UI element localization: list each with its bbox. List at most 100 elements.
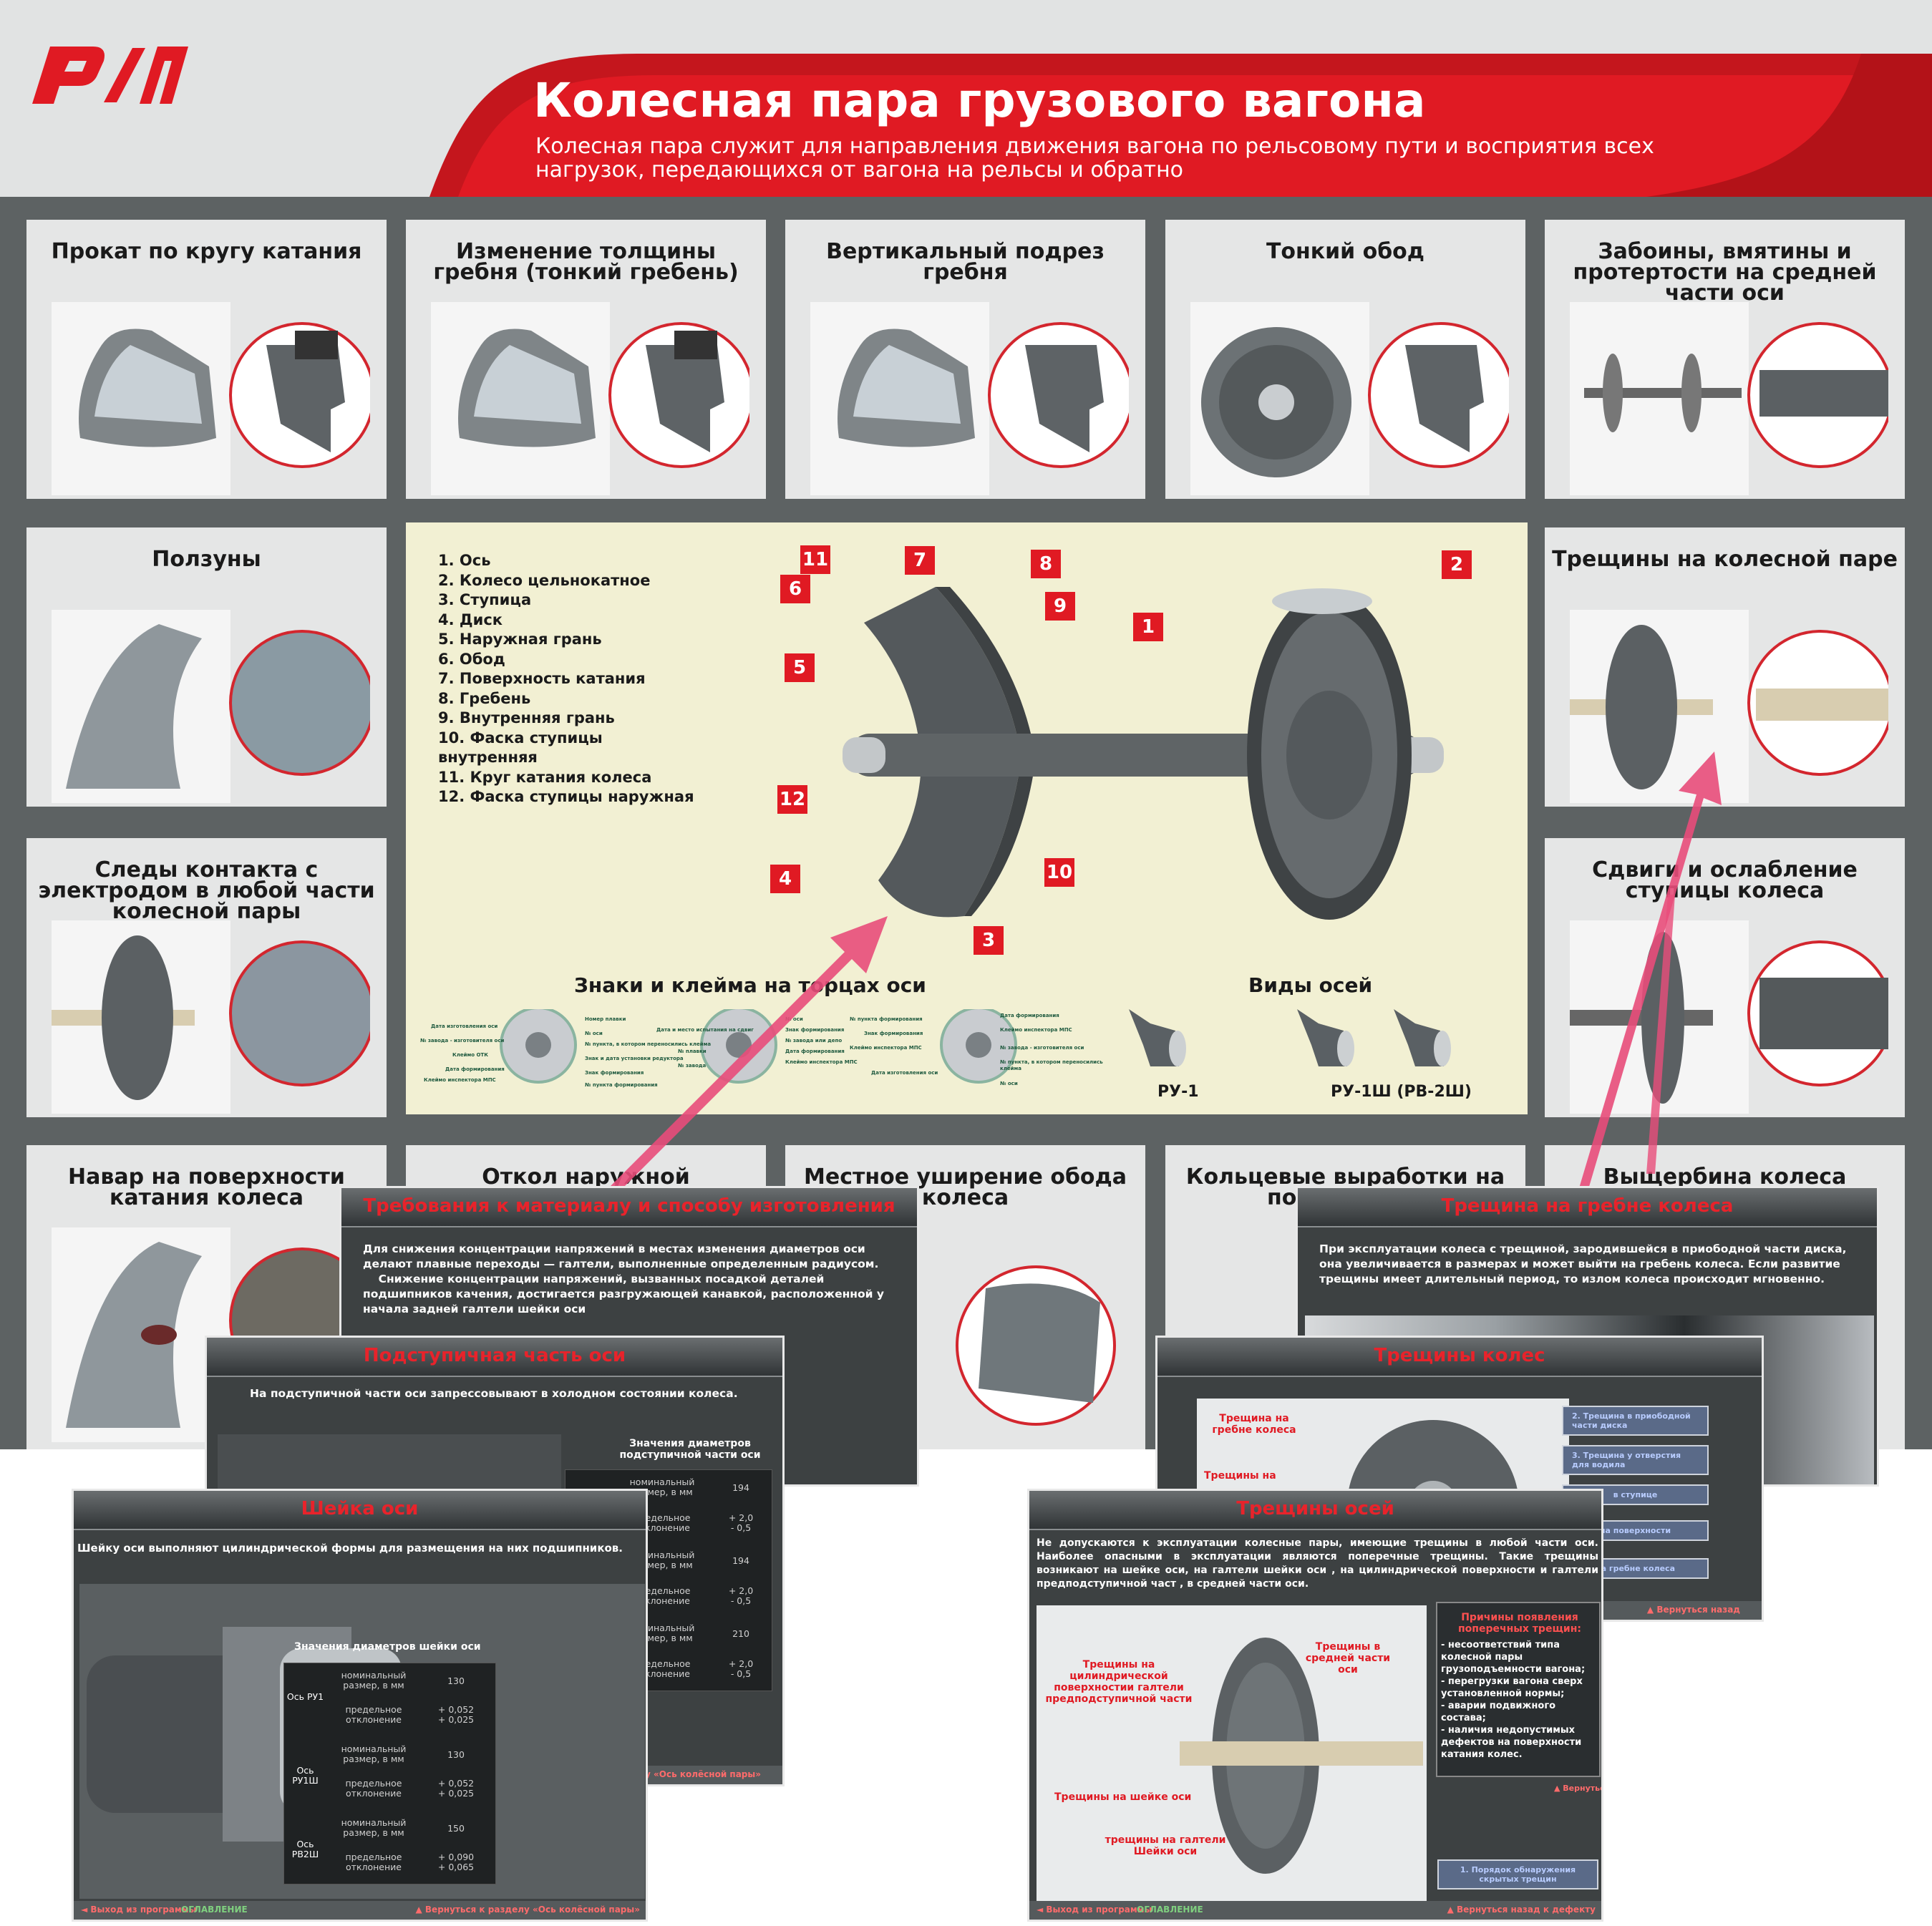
stamp-label: Дата формирования xyxy=(785,1049,845,1054)
slide-title-bar: Требования к материалу и способу изготов… xyxy=(341,1188,917,1227)
link-crack-hole[interactable]: 3. Трещина у отверстия для водила xyxy=(1562,1445,1709,1475)
panel-title: Откол наружной xyxy=(482,1164,690,1190)
table-value: + 2,0 - 0,5 xyxy=(728,1585,754,1606)
slide-title-bar: Трещина на гребне колеса xyxy=(1298,1188,1877,1227)
table-label: номинальный размер, в мм xyxy=(341,1670,407,1691)
causes-title: Причины появления поперечных трещин: xyxy=(1457,1612,1581,1635)
legend-item: 8. Гребень xyxy=(438,689,531,707)
panel-thin-rim: Тонкий обод xyxy=(1165,220,1525,499)
table-label: предельное отклонение xyxy=(634,1658,691,1679)
hidden-cracks-link[interactable]: 1. Порядок обнаружения скрытых трещин xyxy=(1437,1859,1598,1889)
callout-8: 8 xyxy=(1031,550,1061,578)
axle-image xyxy=(1570,302,1888,495)
crack-label: Трещины в средней части оси xyxy=(1305,1641,1391,1675)
causes-list: - несоответствий типа колесной пары груз… xyxy=(1441,1640,1586,1760)
slide-title: Подступичная часть оси xyxy=(363,1345,626,1366)
table-value: + 0,052 + 0,025 xyxy=(437,1704,475,1725)
table-value: + 0,052 + 0,025 xyxy=(437,1778,475,1799)
panel-electrode: Следы контакта с электродом в любой част… xyxy=(26,838,387,1117)
panel-title: Следы контакта с электродом в любой част… xyxy=(38,857,375,924)
stamp-label: Знак формирования xyxy=(785,1027,845,1033)
legend-item: 1. Ось xyxy=(438,552,491,569)
marks-title: Знаки и клейма на торцах оси xyxy=(574,973,926,997)
callout-11: 11 xyxy=(800,545,830,574)
back-to-defect-link[interactable]: ▲ Вернуться назад к дефекту xyxy=(1554,1784,1601,1793)
slide-text: Для снижения концентрации напряжений в м… xyxy=(363,1242,885,1315)
panel-title: Ползуны xyxy=(152,547,261,572)
panel-title: Забоины, вмятины и протертости на средне… xyxy=(1573,239,1877,306)
legend-item: 5. Наружная грань xyxy=(438,631,602,648)
panel-prokat: Прокат по кругу катания xyxy=(26,220,387,499)
panel-title: Навар на поверхности катания колеса xyxy=(68,1164,345,1210)
back-link[interactable]: ▲ Вернуться назад к дефекту xyxy=(1447,1905,1596,1915)
wheel-surface-image xyxy=(52,610,370,803)
legend-item: 6. Обод xyxy=(438,650,505,668)
table-value: + 2,0 - 0,5 xyxy=(728,1658,754,1679)
stamp-label: Клеймо инспектора МПС xyxy=(1000,1027,1072,1033)
rzd-logo xyxy=(32,47,188,104)
panel-title: Выщербина колеса xyxy=(1603,1164,1847,1190)
exit-button[interactable]: ◄ Выход из программы xyxy=(81,1905,197,1915)
stamp-label: Знак формирования xyxy=(585,1070,644,1076)
page-title: Колесная пара грузового вагона xyxy=(533,73,1426,128)
axle-type-ru1sh: РУ-1Ш (РВ-2Ш) xyxy=(1331,1083,1472,1101)
page-subtitle: Колесная пара служит для направления дви… xyxy=(535,134,1654,183)
back-link[interactable]: ▲ Вернуться к разделу «Ось колёсной пары… xyxy=(415,1905,641,1915)
toc-button[interactable]: ОГЛАВЛЕНИЕ xyxy=(181,1905,248,1915)
axle-types-title: Виды осей xyxy=(1248,973,1373,997)
header-red-wave xyxy=(429,54,1932,197)
legend-item: внутренняя xyxy=(438,749,538,766)
table-value: + 0,090 + 0,065 xyxy=(437,1852,475,1872)
callout-1: 1 xyxy=(1133,613,1163,641)
slide-text: Не допускаются к эксплуатации колесные п… xyxy=(1037,1537,1598,1590)
journal-scene: Значения диаметров шейки оси Ось РУ1 ном… xyxy=(79,1584,645,1899)
back-link[interactable]: ▲ Вернуться назад xyxy=(1646,1605,1740,1615)
callout-4: 4 xyxy=(770,865,800,893)
panel-title: Сдвиги и ослабление ступицы колеса xyxy=(1592,857,1858,903)
panel-zaboiny: Забоины, вмятины и протертости на средне… xyxy=(1545,220,1905,499)
wheelset-diagram: 1. Ось 2. Колесо цельнокатное 3. Ступица… xyxy=(406,522,1528,1114)
exit-button[interactable]: ◄ Выход из программы xyxy=(1037,1905,1152,1915)
table-value: 150 xyxy=(447,1823,465,1834)
slide-title-bar: Трещины осей xyxy=(1029,1491,1601,1530)
stamp-label: Дата и место испытания на сдвиг xyxy=(656,1027,754,1033)
slide-text: При эксплуатации колеса с трещиной, заро… xyxy=(1319,1242,1847,1285)
legend-item: 12. Фаска ступицы наружная xyxy=(438,788,694,805)
axle-crack-photo: Трещины на цилиндрической поверхностии г… xyxy=(1037,1605,1427,1906)
slide-osei: Трещины осей Не допускаются к эксплуатац… xyxy=(1027,1489,1603,1922)
table-label: предельное отклонение xyxy=(345,1778,402,1799)
rail-wheel-profile-image xyxy=(810,302,1129,495)
table-value: 130 xyxy=(447,1675,465,1686)
table-title: Значения диаметров подступичной части ос… xyxy=(619,1438,761,1461)
slide-text: Шейку оси выполняют цилиндрической формы… xyxy=(77,1542,623,1555)
poster-header: Колесная пара грузового вагона Колесная … xyxy=(0,0,1932,197)
slide-title-bar: Подступичная часть оси xyxy=(207,1338,782,1377)
stamp-label: № завода xyxy=(678,1063,707,1069)
callout-12: 12 xyxy=(777,785,807,814)
callout-5: 5 xyxy=(785,653,815,682)
panel-title: Вертикальный подрез гребня xyxy=(826,239,1105,285)
panel-title: Местное уширение обода колеса xyxy=(804,1164,1127,1210)
axle-name: Ось РУ1Ш xyxy=(292,1765,319,1786)
callout-7: 7 xyxy=(905,546,935,575)
panel-title: Изменение толщины гребня (тонкий гребень… xyxy=(433,239,739,285)
stamp-label: Знак и дата установки редуктора xyxy=(585,1056,684,1061)
table-value: + 2,0 - 0,5 xyxy=(728,1512,754,1533)
table-value: 194 xyxy=(732,1555,749,1566)
table-label: предельное отклонение xyxy=(634,1585,691,1606)
panel-cracks: Трещины на колесной паре xyxy=(1545,527,1905,807)
wheelset-crack-illustration xyxy=(1180,1638,1423,1874)
wheel-electrode-image xyxy=(52,920,370,1114)
wheelset-illustration xyxy=(843,587,1444,920)
causes-box: Причины появления поперечных трещин: - н… xyxy=(1436,1602,1601,1777)
table-label: предельное отклонение xyxy=(345,1852,402,1872)
crack-label: Трещина на гребне колеса xyxy=(1212,1413,1296,1436)
link-crack-rim-disk[interactable]: 2. Трещина в приободной части диска xyxy=(1562,1406,1709,1436)
toc-button[interactable]: ОГЛАВЛЕНИЕ xyxy=(1137,1905,1203,1915)
crack-label: трещины на галтели Шейки оси xyxy=(1105,1834,1226,1857)
stamp-label: № оси xyxy=(785,1016,803,1022)
stamp-label: Знак формирования xyxy=(864,1031,923,1036)
table-label: номинальный размер, в мм xyxy=(341,1817,407,1838)
callout-6: 6 xyxy=(780,575,810,603)
